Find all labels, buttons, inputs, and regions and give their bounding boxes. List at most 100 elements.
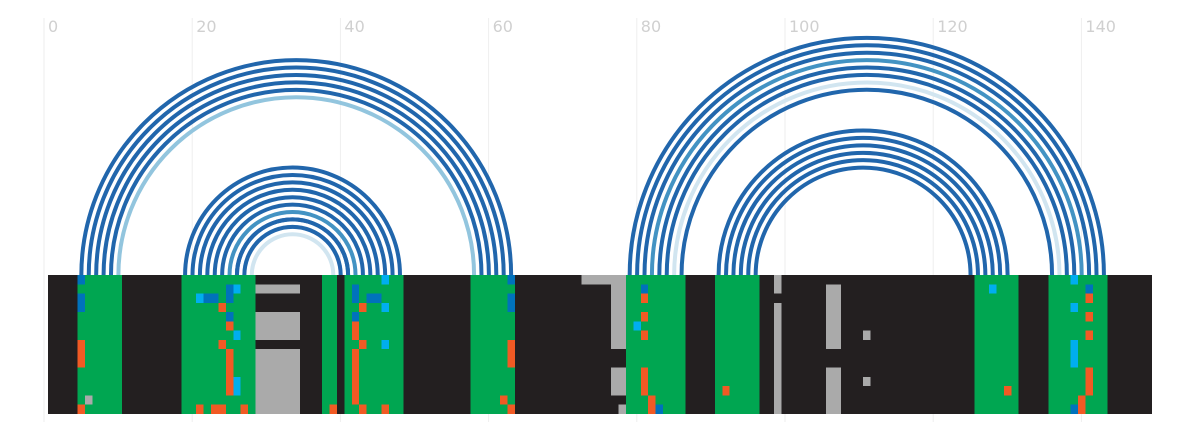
base-pair-arc xyxy=(86,65,506,276)
sequence-track xyxy=(48,275,1153,414)
position-mark xyxy=(640,386,649,396)
unpaired-block xyxy=(611,284,626,350)
position-mark xyxy=(507,302,515,313)
position-mark xyxy=(1070,275,1078,285)
position-mark xyxy=(351,376,360,387)
position-mark xyxy=(1077,404,1086,414)
position-mark xyxy=(1085,367,1093,377)
base-pair-arc xyxy=(249,232,336,276)
position-mark xyxy=(77,404,86,414)
helix-column xyxy=(714,275,760,414)
position-mark xyxy=(225,284,234,294)
unpaired-block xyxy=(255,312,300,340)
base-pair-arc xyxy=(753,165,973,276)
position-mark xyxy=(351,330,360,340)
position-mark xyxy=(203,293,212,303)
position-mark xyxy=(1070,349,1078,359)
base-pair-arc xyxy=(242,224,343,276)
position-mark xyxy=(381,404,389,414)
position-mark xyxy=(1070,404,1078,414)
position-mark xyxy=(366,293,375,303)
base-pair-arc xyxy=(234,217,351,276)
base-pair-arc xyxy=(197,180,388,276)
position-mark xyxy=(722,386,730,396)
position-mark xyxy=(225,367,234,377)
position-mark xyxy=(655,404,664,414)
position-mark xyxy=(351,293,360,303)
position-mark xyxy=(351,358,360,368)
position-mark xyxy=(225,349,234,359)
position-mark xyxy=(225,321,234,331)
base-pair-arc xyxy=(716,129,1010,276)
base-pair-arc xyxy=(101,80,491,276)
position-mark xyxy=(77,302,86,313)
position-mark xyxy=(381,275,389,285)
x-tick-label: 100 xyxy=(789,17,820,36)
unpaired-block xyxy=(863,330,871,340)
base-pair-arc xyxy=(672,81,1062,276)
base-pair-arc xyxy=(212,195,373,276)
position-mark xyxy=(507,349,515,359)
position-mark xyxy=(640,376,649,387)
helix-column xyxy=(974,275,1019,414)
x-tick-label: 140 xyxy=(1085,17,1116,36)
position-mark xyxy=(1085,284,1093,294)
position-mark xyxy=(196,293,204,303)
helix-column xyxy=(322,275,337,414)
position-mark xyxy=(218,404,226,414)
position-mark xyxy=(77,293,86,303)
position-mark xyxy=(329,404,337,414)
position-mark xyxy=(359,404,367,414)
position-mark xyxy=(225,312,234,322)
helix-column xyxy=(625,275,686,414)
position-mark xyxy=(1085,312,1093,322)
position-mark xyxy=(1070,302,1078,313)
x-tick-label: 80 xyxy=(641,17,661,36)
unpaired-block xyxy=(255,349,300,414)
base-pair-arc xyxy=(108,87,484,276)
position-mark xyxy=(225,376,234,387)
position-mark xyxy=(351,386,360,396)
position-mark xyxy=(359,302,367,313)
position-mark xyxy=(640,293,649,303)
position-mark xyxy=(218,302,226,313)
base-pair-arc xyxy=(116,95,477,276)
base-pair-arc xyxy=(738,150,988,276)
position-mark xyxy=(381,339,389,350)
base-pair-arc xyxy=(94,72,499,276)
base-pair-arc xyxy=(657,65,1077,276)
base-pair-arc xyxy=(679,87,1055,276)
x-tick-label: 40 xyxy=(344,17,364,36)
position-mark xyxy=(633,321,641,331)
position-mark xyxy=(1085,386,1093,396)
position-mark xyxy=(1085,376,1093,387)
position-mark xyxy=(77,339,86,350)
position-mark xyxy=(640,312,649,322)
position-mark xyxy=(374,293,382,303)
base-pair-arc xyxy=(205,187,380,276)
base-pair-arc xyxy=(220,202,365,276)
position-mark xyxy=(1085,330,1093,340)
unpaired-block xyxy=(826,367,841,414)
position-mark xyxy=(640,284,649,294)
position-mark xyxy=(1003,386,1012,396)
position-mark xyxy=(77,358,86,368)
position-mark xyxy=(351,312,360,322)
position-mark xyxy=(507,358,515,368)
base-pair-arc xyxy=(724,136,1003,276)
base-pair-arc xyxy=(746,158,980,276)
position-mark xyxy=(351,367,360,377)
position-mark xyxy=(507,275,515,285)
position-mark xyxy=(640,367,649,377)
position-mark xyxy=(85,395,93,405)
base-pair-arc xyxy=(227,210,358,276)
position-mark xyxy=(77,275,86,285)
position-mark xyxy=(351,284,360,294)
position-mark xyxy=(1070,358,1078,368)
position-mark xyxy=(648,404,656,414)
position-mark xyxy=(77,349,86,359)
position-mark xyxy=(218,339,226,350)
x-tick-label: 120 xyxy=(937,17,968,36)
position-mark xyxy=(240,404,249,414)
position-mark xyxy=(1085,293,1093,303)
